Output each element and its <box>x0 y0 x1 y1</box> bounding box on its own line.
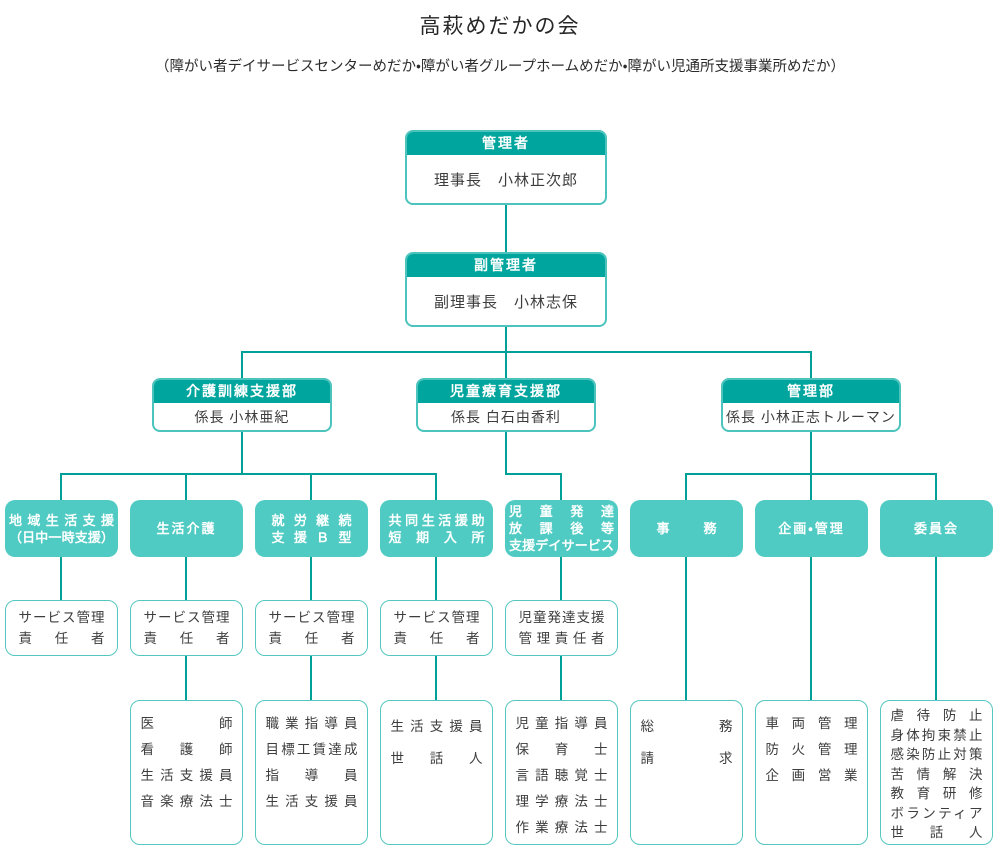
staff-employment-list: 職業指導員目標工賃達成指導員生活支援員 <box>255 700 368 845</box>
manager-person: 理事長 小林正次郎 <box>433 171 578 189</box>
deputy-manager-role: 副管理者 <box>407 254 605 277</box>
service-manager-box-2: サービス管理責任者 <box>130 600 243 656</box>
department-person: 係長 小林亜紀 <box>194 408 290 425</box>
unit-child-day-service: 児童発達放課後等支援デイサービス <box>505 500 618 557</box>
staff-medical-list: 医師看護師生活支援員音楽療法士 <box>130 700 243 845</box>
department-care-training-box: 介護訓練支援部 係長 小林亜紀 <box>152 378 332 432</box>
staff-planning-list: 車両管理防火管理企画営業 <box>755 700 868 845</box>
unit-planning-management: 企画・管理 <box>755 500 868 557</box>
department-role: 介護訓練支援部 <box>154 380 330 403</box>
department-role: 児童療育支援部 <box>418 380 594 403</box>
department-admin-box: 管理部 係長 小林正志トルーマン <box>721 378 901 432</box>
department-child-care-box: 児童療育支援部 係長 白石由香利 <box>416 378 596 432</box>
manager-role: 管理者 <box>407 132 605 155</box>
service-manager-box-4: サービス管理責任者 <box>380 600 493 656</box>
unit-employment-support-b: 就労継続支援Ｂ型 <box>255 500 368 557</box>
staff-group-home-list: 生活支援員世話人 <box>380 700 493 845</box>
department-role: 管理部 <box>723 380 899 403</box>
page-title: 高萩めだかの会 <box>419 15 581 38</box>
service-manager-box-1: サービス管理責任者 <box>5 600 118 656</box>
deputy-manager-person: 副理事長 小林志保 <box>433 293 578 311</box>
unit-office-work: 事務 <box>630 500 743 557</box>
service-manager-box-3: サービス管理責任者 <box>255 600 368 656</box>
staff-committee-list: 虐待防止身体拘束禁止感染防止対策苦情解決教育研修ボランティア世話人 <box>880 700 993 845</box>
staff-office-list: 総務請求 <box>630 700 743 845</box>
unit-committee: 委員会 <box>880 500 993 557</box>
manager-box: 管理者 理事長 小林正次郎 <box>405 130 607 205</box>
staff-child-care-list: 児童指導員保育士言語聴覚士理学療法士作業療法士 <box>505 700 618 845</box>
unit-community-life-support: 地域生活支援（日中一時支援） <box>5 500 118 557</box>
child-development-manager-box: 児童発達支援管理責任者 <box>505 600 618 656</box>
deputy-manager-box: 副管理者 副理事長 小林志保 <box>405 252 607 327</box>
unit-life-care: 生活介護 <box>130 500 243 557</box>
department-person: 係長 小林正志トルーマン <box>726 408 896 425</box>
unit-group-home-short-stay: 共同生活援助短期入所 <box>380 500 493 557</box>
page-subtitle: （障がい者デイサービスセンターめだか・障がい者グループホームめだか・障がい児通所… <box>154 59 846 75</box>
department-person: 係長 白石由香利 <box>451 408 561 425</box>
